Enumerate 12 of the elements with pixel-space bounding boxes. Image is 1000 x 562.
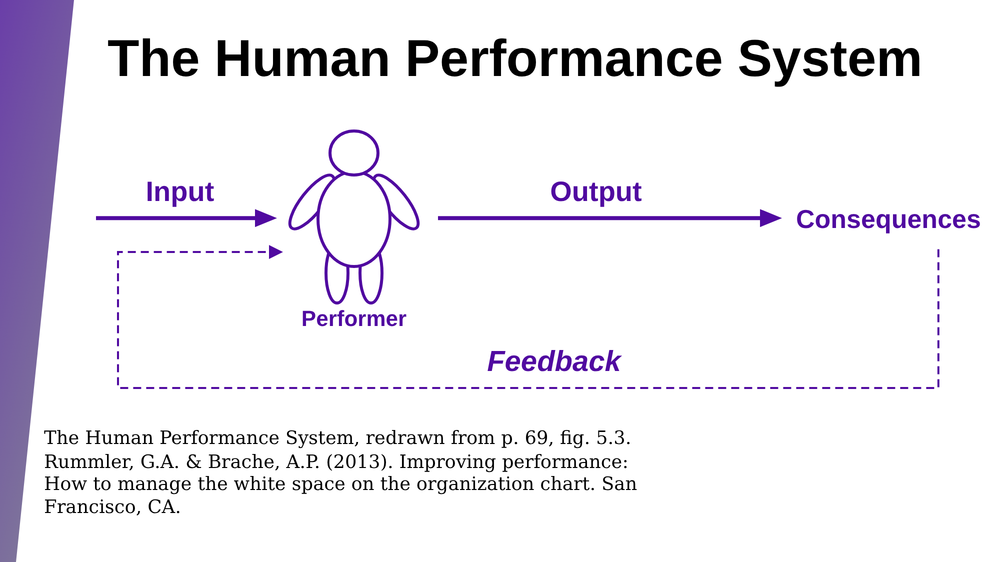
- citation-note: Rummler, G.A. & Brache, A.P. (2013). Improving performance: How to manage the white space on the organization chart. San Francisco, CA.: [44, 452, 638, 519]
- arrow: [96, 209, 277, 228]
- edge-label: Feedback: [487, 345, 621, 380]
- node-label: Consequences: [796, 204, 981, 236]
- diagram-title: The Human Performance System: [108, 30, 922, 88]
- node-caption: Performer: [301, 306, 407, 332]
- edge-label: Output: [550, 175, 642, 209]
- arrow: [438, 209, 782, 228]
- dashed-arrow: [117, 245, 940, 389]
- edge-label: Input: [146, 175, 214, 209]
- person-drawing: [287, 129, 421, 305]
- figure-caption: The Human Performance System, redrawn from p. 69, fig. 5.3.: [44, 428, 632, 450]
